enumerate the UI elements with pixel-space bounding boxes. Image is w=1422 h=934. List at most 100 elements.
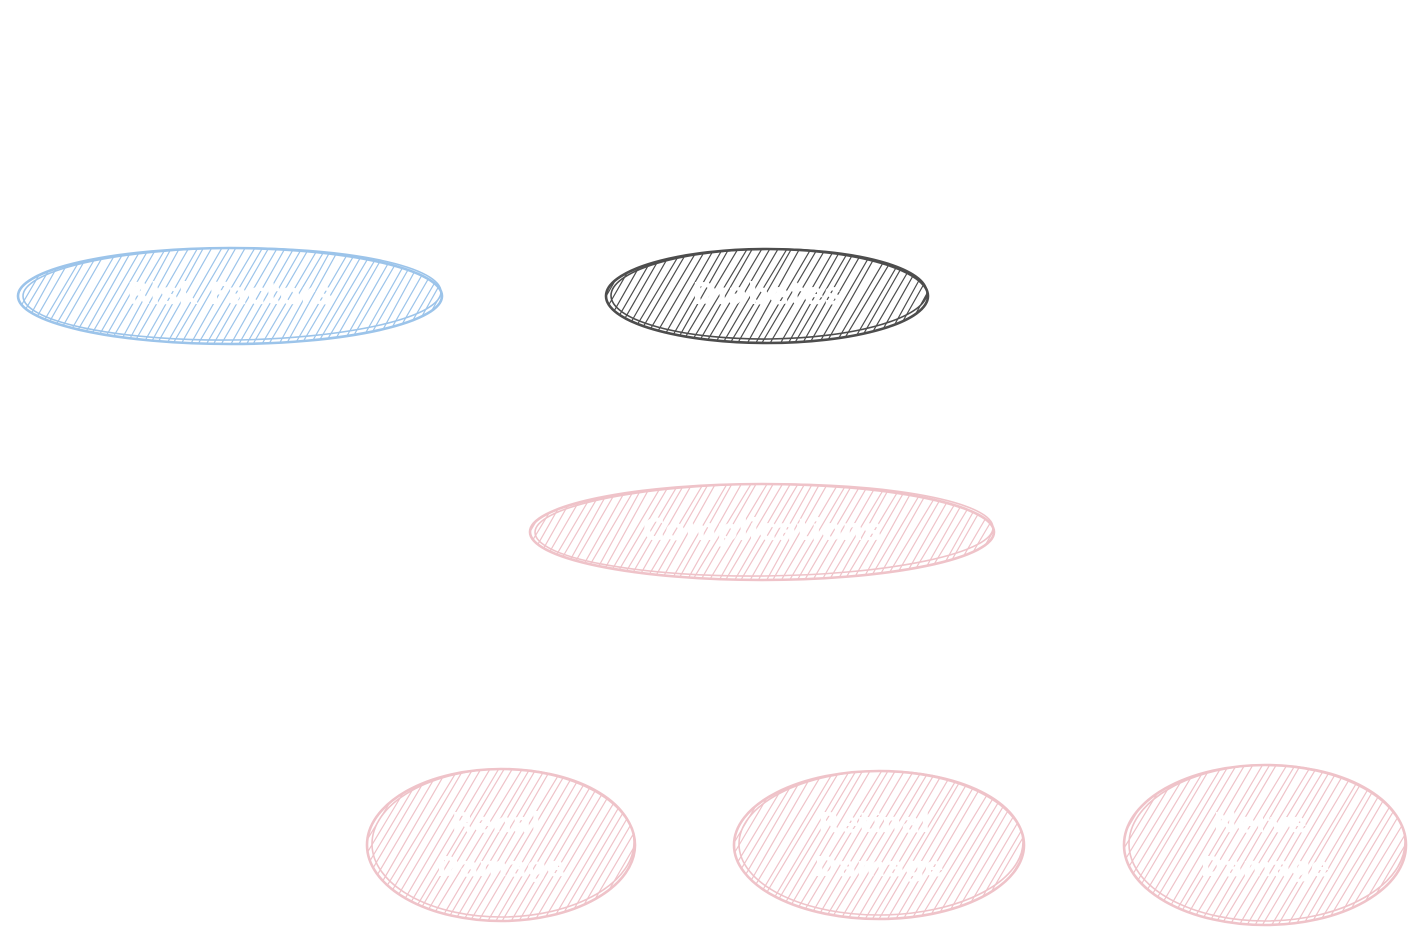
hatch-stroke [1331,765,1406,925]
hatch-stroke [98,248,160,344]
hatch-stroke [731,484,794,580]
hatch-stroke [921,484,986,580]
hatch-stroke [187,248,248,344]
hatch-stroke [250,248,313,344]
hatch-stroke [147,248,207,344]
hatch-stroke [1395,765,1406,925]
hatch-stroke [499,769,597,921]
hatch-stroke [979,484,994,580]
hatch-stroke [916,771,1013,919]
hatch-stroke [949,771,1024,919]
hatch-stroke [1275,765,1375,925]
hatch-stroke [932,484,992,580]
hatch-stroke [418,248,442,344]
node-risk-factors[interactable]: Risk Factors [0,244,511,348]
hatch-stroke [467,769,566,921]
hatch-stroke [298,248,362,344]
hatch-stroke [367,769,379,921]
hatch-stroke [785,249,845,343]
hatch-stroke [788,771,885,919]
hatch-stroke [530,484,543,580]
hatch-stroke [1124,765,1202,925]
hatch-stroke [1307,765,1406,925]
hatch-stroke [195,248,258,344]
hatch-stroke [530,484,570,580]
node-retinal-damage[interactable]: Retinal Damage [637,767,1140,923]
hatch-stroke [884,771,978,919]
hatch-stroke [1322,765,1406,925]
hatch-stroke [0,244,16,348]
node-diabetes-outline-sketch [610,248,928,340]
hatch-stroke [1131,765,1232,925]
hatch-stroke [777,249,838,343]
node-renal-damage[interactable]: Renal Damage [268,765,749,925]
node-retinal-damage-label-line-2: Damage [814,850,943,883]
hatch-stroke [18,248,80,344]
hatch-stroke [1204,765,1304,925]
hatch-stroke [697,484,760,580]
hatch-stroke [1124,765,1195,925]
hatch-stroke [531,769,628,921]
hatch-stroke [314,248,378,344]
hatch-stroke [228,248,289,344]
hatch-stroke [523,769,621,921]
hatch-stroke [953,484,994,580]
hatch-stroke [675,484,735,580]
hatch-stroke [606,249,630,343]
hatch-stroke [460,769,554,921]
hatch-stroke [1284,765,1386,925]
hatch-stroke [563,769,635,921]
hatch-stroke [530,484,552,580]
hatch-stroke [755,484,816,580]
node-risk-factors-label-line-1: Risk Factors [127,277,333,312]
hatch-stroke [1021,771,1024,919]
hatch-stroke [988,771,1024,919]
hatch-stroke [805,771,899,919]
hatch-stroke [1338,765,1406,925]
node-complications-outline-sketch [534,483,994,577]
hatch-stroke [929,245,989,347]
hatch-stroke [642,484,707,580]
hatch-stroke [672,249,732,343]
hatch-stroke [727,249,791,343]
hatch-stroke [443,244,502,348]
hatch-stroke [268,765,365,925]
node-complications[interactable]: Complications [468,480,1064,584]
hatch-stroke [606,249,661,343]
node-nerve-damage[interactable]: Nerve Damage [1019,761,1422,929]
hatch-stroke [1003,480,1064,584]
hatch-stroke [1378,765,1406,925]
node-nerve-damage-label-line-1: Nerve [1213,806,1306,839]
hatch-stroke [791,249,853,343]
hatch-stroke [1300,765,1400,925]
hatch-stroke [367,769,443,921]
hatch-stroke [1170,765,1273,925]
hatch-stroke [658,484,719,580]
hatch-stroke [716,484,777,580]
node-diabetes[interactable]: Diabetes [545,245,995,347]
hatch-stroke [426,248,442,344]
hatch-stroke [734,771,741,919]
hatch-stroke [758,249,821,343]
hatch-stroke [18,248,34,344]
hatch-stroke [367,769,435,921]
node-renal-damage-label-line-1: Renal [452,806,541,839]
hatch-stroke [747,484,808,580]
node-renal-damage-label: Renal Damage [436,806,565,883]
hatch-stroke [451,769,549,921]
hatch-stroke [920,249,928,343]
hatch-stroke [538,484,602,580]
hatch-stroke [794,484,856,580]
hatch-stroke [1124,765,1130,925]
hatch-stroke [530,484,536,580]
hatch-stroke [634,484,695,580]
hatch-stroke [1218,765,1322,925]
hatch-stroke [996,771,1024,919]
hatch-stroke [689,484,755,580]
hatch-stroke [758,771,853,919]
hatch-stroke [154,248,215,344]
hatch-stroke [1236,765,1337,925]
hatch-stroke [695,249,756,343]
hatch-stroke [606,249,612,343]
node-retinal-damage-label: Retinal Damage [814,806,943,883]
